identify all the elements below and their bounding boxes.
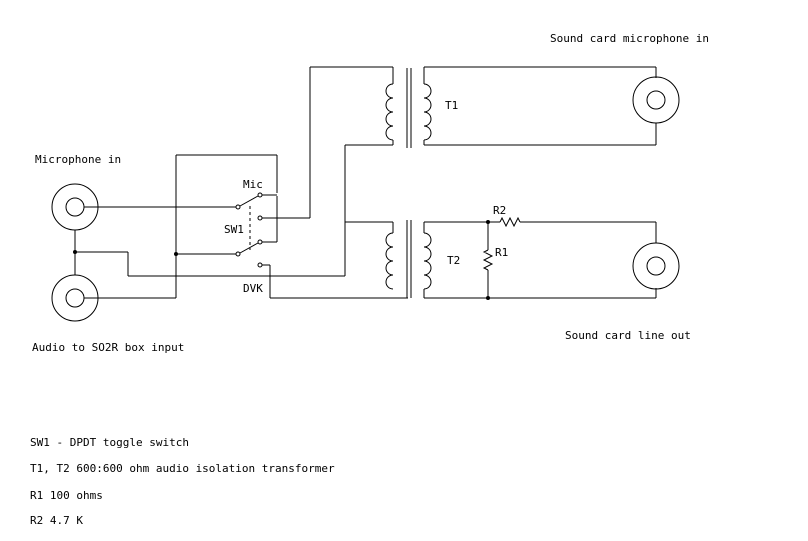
so2r-input-label: Audio to SO2R box input [32, 341, 184, 354]
sw1-label: SW1 [224, 223, 244, 236]
sound-card-line-out-jack [632, 242, 680, 290]
sound-card-mic-jack [632, 76, 680, 124]
sw1-switch [174, 154, 408, 299]
dvk-label: DVK [243, 282, 263, 295]
so2r-jack [51, 274, 176, 322]
note-transformers: T1, T2 600:600 ohm audio isolation trans… [30, 462, 335, 475]
sound-card-mic-label: Sound card microphone in [550, 32, 709, 45]
t2-transformer [345, 220, 656, 299]
t2-label: T2 [447, 254, 460, 267]
microphone-in-label: Microphone in [35, 153, 121, 166]
mic-position-label: Mic [243, 178, 263, 191]
note-r2: R2 4.7 K [30, 514, 83, 527]
sound-card-line-out-label: Sound card line out [565, 329, 691, 342]
microphone-jack [51, 183, 236, 231]
t1-label: T1 [445, 99, 458, 112]
r1-label: R1 [495, 246, 508, 259]
t1-transformer [309, 66, 657, 276]
note-sw1: SW1 - DPDT toggle switch [30, 436, 189, 449]
resistor-network [482, 216, 657, 300]
r2-label: R2 [493, 204, 506, 217]
jack-shield-wiring [73, 230, 345, 277]
note-r1: R1 100 ohms [30, 489, 103, 502]
